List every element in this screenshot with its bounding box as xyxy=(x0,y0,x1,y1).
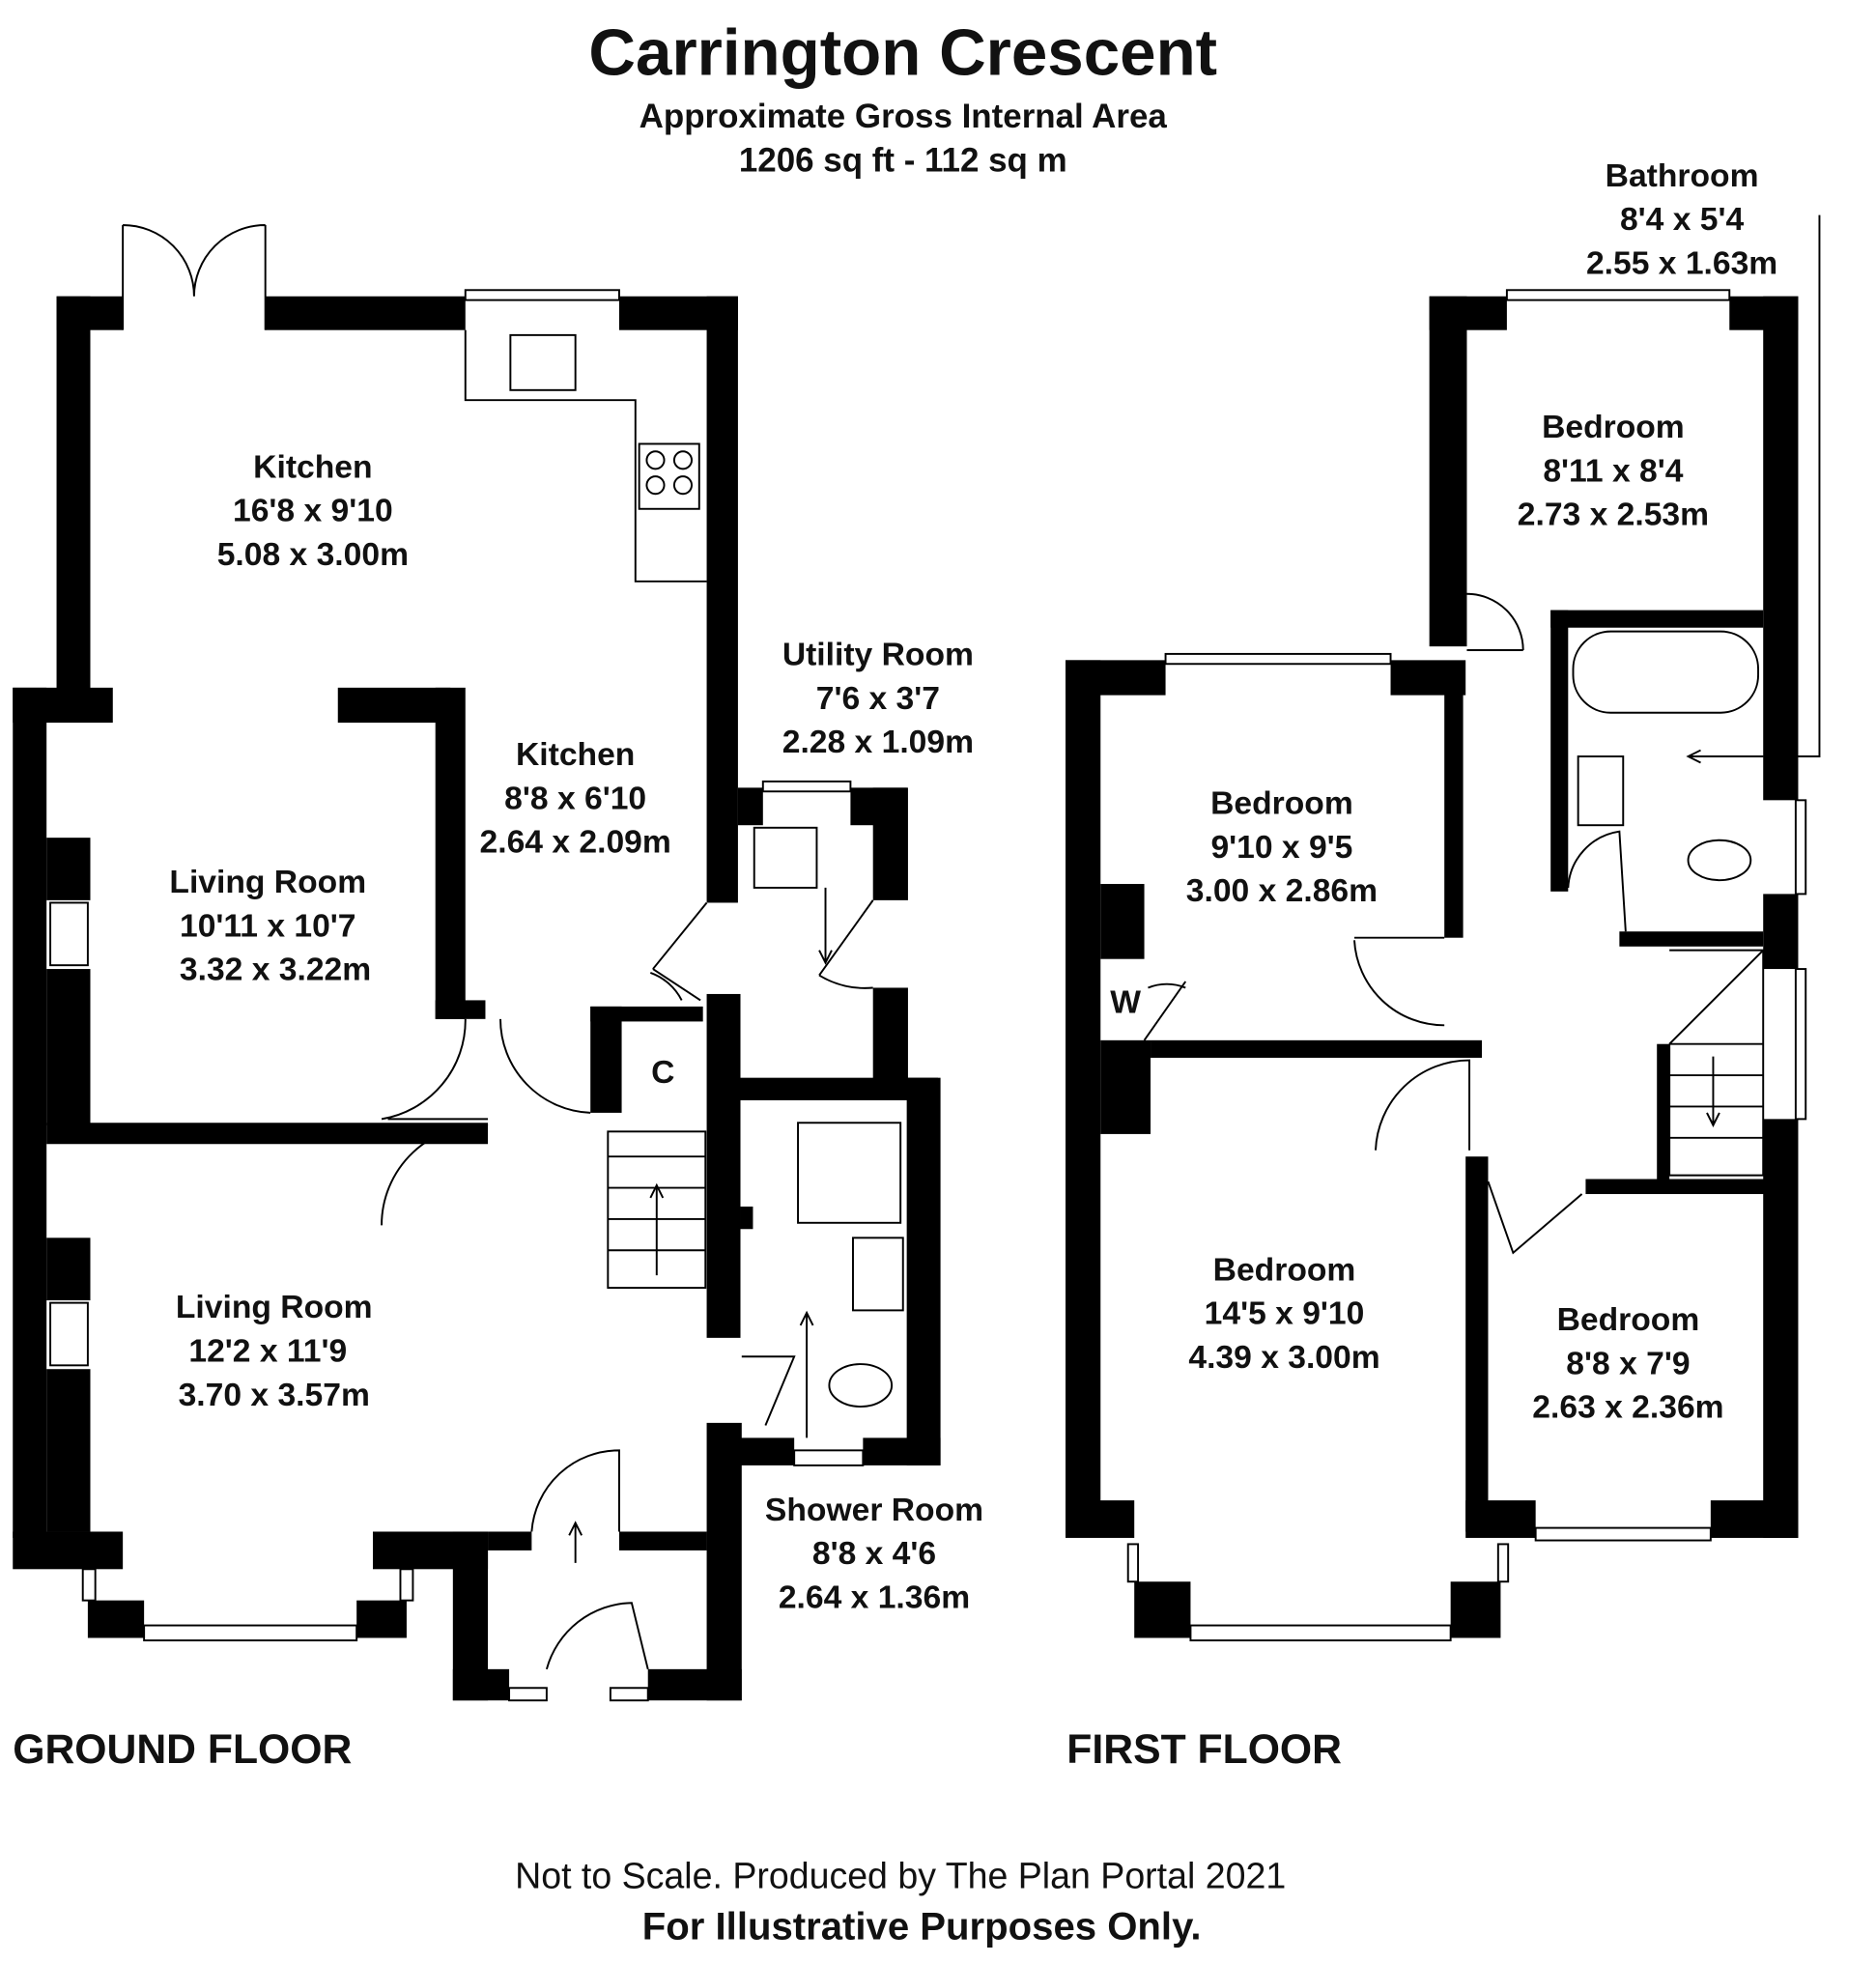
room-name: Bedroom xyxy=(1557,1302,1700,1338)
toilet-icon xyxy=(828,1363,894,1408)
kitchen-sink-icon xyxy=(509,333,577,391)
cupboard-label: C xyxy=(651,1055,674,1091)
room-name: Bathroom xyxy=(1606,158,1759,194)
ground-floor-labels: Kitchen 16'8 x 9'10 5.08 x 3.00m Kitchen… xyxy=(13,449,983,1773)
room-imperial: 8'8 x 4'6 xyxy=(812,1536,936,1572)
ground-floor-fixtures xyxy=(122,223,904,1670)
plan-subtitle: Approximate Gross Internal Area xyxy=(640,98,1168,135)
room-imperial: 8'11 x 8'4 xyxy=(1543,453,1683,489)
plan-title: Carrington Crescent xyxy=(588,17,1217,90)
room-name: Kitchen xyxy=(253,449,372,485)
room-name: Living Room xyxy=(169,865,366,900)
shower-tray-icon xyxy=(797,1122,902,1224)
room-metric: 4.39 x 3.00m xyxy=(1188,1340,1379,1376)
ground-floor-walls xyxy=(13,289,941,1702)
bathroom-basin-icon xyxy=(1577,755,1625,827)
room-imperial: 8'8 x 7'9 xyxy=(1566,1346,1690,1381)
room-metric: 2.63 x 2.36m xyxy=(1532,1390,1723,1426)
room-imperial: 8'4 x 5'4 xyxy=(1620,202,1745,238)
hob-icon xyxy=(638,442,700,510)
room-metric: 5.08 x 3.00m xyxy=(217,537,409,573)
first-floor-labels: Bathroom 8'4 x 5'4 2.55 x 1.63m Bedroom … xyxy=(1066,158,1777,1773)
room-metric: 3.32 x 3.22m xyxy=(180,953,371,988)
ground-floor-label: GROUND FLOOR xyxy=(13,1726,352,1773)
basin-icon xyxy=(852,1237,904,1312)
room-name: Bedroom xyxy=(1542,410,1685,445)
room-metric: 2.28 x 1.09m xyxy=(782,725,974,760)
room-name: Utility Room xyxy=(782,638,974,673)
room-metric: 2.73 x 2.53m xyxy=(1518,498,1709,533)
room-metric: 3.00 x 2.86m xyxy=(1186,873,1378,909)
bathroom-toilet-icon xyxy=(1687,839,1752,882)
room-metric: 3.70 x 3.57m xyxy=(179,1378,370,1413)
room-metric: 2.64 x 2.09m xyxy=(480,825,671,861)
room-metric: 2.64 x 1.36m xyxy=(779,1579,970,1615)
room-imperial: 7'6 x 3'7 xyxy=(816,681,940,717)
plan-area: 1206 sq ft - 112 sq m xyxy=(739,141,1067,179)
room-name: Shower Room xyxy=(765,1493,983,1528)
room-imperial: 10'11 x 10'7 xyxy=(180,908,356,944)
room-name: Bedroom xyxy=(1213,1252,1356,1288)
stairs-icon xyxy=(607,1130,707,1290)
first-floor-fixtures: W xyxy=(1110,214,1821,1255)
room-name: Kitchen xyxy=(516,737,635,773)
first-floor-walls xyxy=(1066,289,1807,1642)
room-imperial: 9'10 x 9'5 xyxy=(1210,830,1352,866)
room-imperial: 14'5 x 9'10 xyxy=(1205,1296,1365,1332)
bathtub-icon xyxy=(1572,630,1760,714)
wardrobe-label: W xyxy=(1110,984,1141,1020)
room-imperial: 12'2 x 11'9 xyxy=(188,1333,347,1369)
room-metric: 2.55 x 1.63m xyxy=(1586,245,1777,281)
footer-disclaimer: For Illustrative Purposes Only. xyxy=(642,1904,1202,1948)
footer-note: Not to Scale. Produced by The Plan Porta… xyxy=(515,1855,1286,1895)
utility-sink-icon xyxy=(753,826,818,889)
room-name: Living Room xyxy=(176,1290,373,1325)
room-name: Bedroom xyxy=(1210,786,1353,822)
first-floor-label: FIRST FLOOR xyxy=(1066,1726,1342,1773)
room-imperial: 16'8 x 9'10 xyxy=(233,494,393,529)
room-imperial: 8'8 x 6'10 xyxy=(504,781,646,816)
